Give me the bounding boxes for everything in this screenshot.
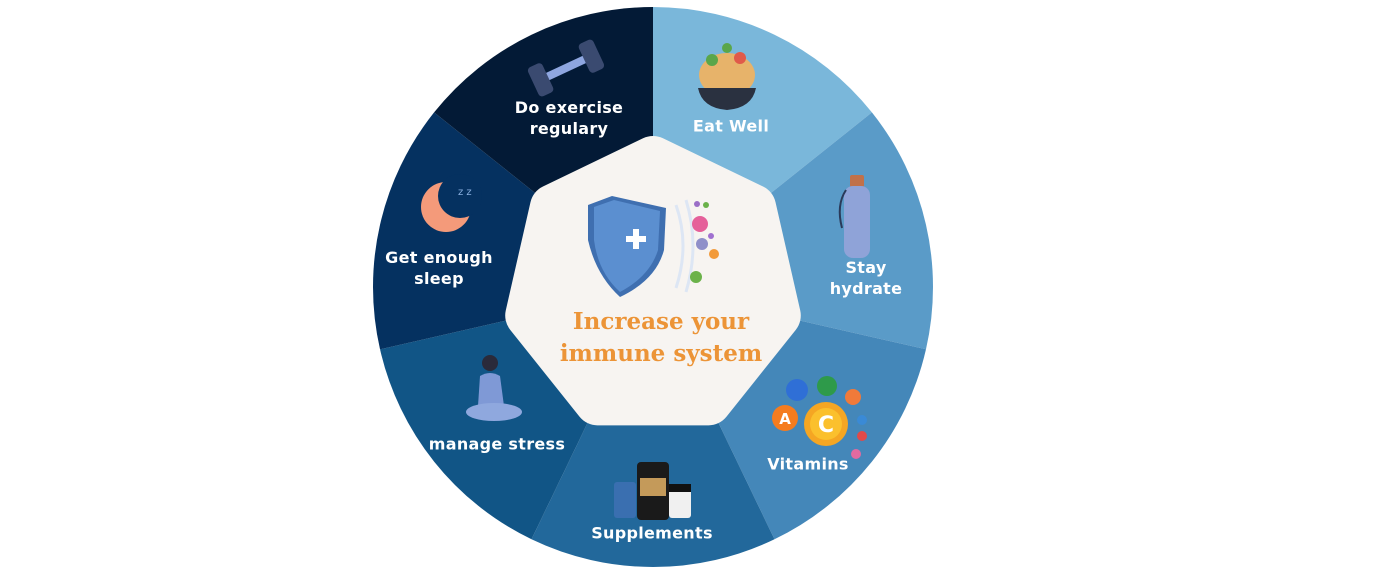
segment-label-stay-hydrate: Stay hydrate [830, 257, 903, 299]
salad-bowl-icon [698, 43, 756, 110]
segment-label-manage-stress: manage stress [428, 434, 566, 454]
label-line: regulary [529, 119, 609, 138]
segment-label-eat-well: Eat Well [692, 116, 770, 136]
title-line: Increase your [572, 308, 750, 335]
label-line: Stay [845, 258, 887, 277]
germs-icon [690, 201, 719, 283]
svg-text:A: A [779, 410, 791, 428]
center-title: Increase your immune system [560, 306, 762, 370]
meditation-icon [466, 355, 522, 421]
svg-text:C: C [818, 413, 834, 438]
segment-label-supplements: Supplements [591, 523, 713, 543]
vitamins-icon: C A [772, 376, 867, 459]
segment-label-exercise: Do exercise regulary [515, 97, 623, 139]
moon-icon: z z [421, 174, 482, 232]
title-line: immune system [559, 340, 763, 367]
segment-label-sleep: Get enough sleep [385, 247, 493, 289]
label-line: hydrate [829, 279, 903, 298]
label-line: Do exercise [514, 98, 624, 117]
supplements-icon [614, 462, 691, 520]
dumbbell-icon [527, 39, 605, 97]
label-line: Get enough [385, 248, 493, 267]
segment-supplements [531, 287, 775, 567]
label-line: sleep [414, 269, 464, 288]
shield-plus-icon [588, 196, 695, 297]
segment-label-vitamins: Vitamins [767, 454, 849, 474]
svg-text:z z: z z [458, 187, 472, 198]
water-bottle-icon [838, 175, 870, 258]
